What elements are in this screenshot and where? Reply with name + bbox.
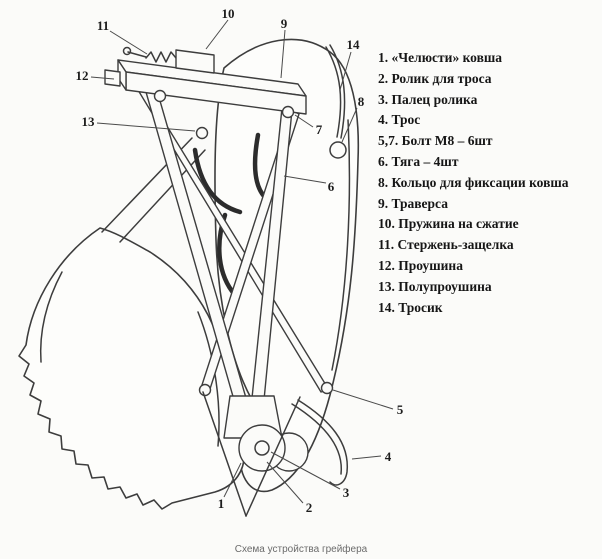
left-jaw-shell [18, 227, 245, 510]
legend-item-9: 9. Траверса [378, 195, 448, 211]
pivot-bolt-left [198, 383, 212, 397]
legend-item-5-7: 5,7. Болт М8 – 6шт [378, 133, 493, 149]
legend-item-2: 2. Ролик для троса [378, 70, 492, 86]
callout-1: 1 [218, 496, 225, 511]
latch-rod [127, 51, 147, 58]
callout-8: 8 [358, 94, 365, 109]
legend-item-12: 12. Проушина [378, 257, 463, 273]
callout-10: 10 [222, 6, 235, 21]
legend-item-4: 4. Трос [378, 112, 421, 128]
callout-4: 4 [385, 449, 392, 464]
legend-item-10: 10. Пружина на сжатие [378, 216, 519, 232]
callout-7: 7 [316, 122, 323, 137]
hoist-rope [297, 399, 348, 486]
latch-cable [329, 44, 346, 139]
legend-item-3: 3. Палец ролика [378, 91, 478, 107]
callout-6: 6 [328, 179, 335, 194]
jaw-lip-right [245, 396, 301, 517]
legend-item-1: 1. «Челюсти» ковша [378, 50, 503, 65]
pivot-bolt-right [320, 381, 334, 395]
callout-9: 9 [281, 16, 288, 31]
figure-caption: Схема устройства грейфера [234, 544, 368, 555]
legend-item-13: 13. Полупроушина [378, 278, 492, 294]
right-jaw-inner-edge [331, 119, 351, 371]
latch-cable-2 [325, 46, 342, 138]
legend-item-11: 11. Стержень-защелка [378, 237, 514, 253]
latch-rod-head [122, 46, 132, 56]
callout-13: 13 [82, 114, 96, 129]
callout-2: 2 [306, 500, 313, 515]
bolt-right [281, 105, 295, 119]
latch-block [175, 49, 215, 74]
leader-lines [90, 19, 394, 504]
callout-3: 3 [343, 485, 350, 500]
left-jaw-rib [39, 271, 63, 363]
callout-14: 14 [347, 37, 361, 52]
legend-item-14: 14. Тросик [378, 299, 443, 315]
fixation-ring [329, 141, 347, 159]
callout-11: 11 [97, 18, 109, 33]
hoist-rope-2 [291, 403, 342, 475]
bolt-left [153, 89, 167, 103]
jaw-arm-stroke-left [192, 147, 243, 215]
callout-numbers: 11 10 9 14 12 8 13 7 6 5 4 3 2 1 [76, 6, 404, 515]
roller-pin [254, 440, 270, 456]
left-jaw-inner-line [197, 311, 220, 447]
legend-item-6: 6. Тяга – 4шт [378, 153, 459, 169]
roller-front [238, 424, 286, 472]
callout-12: 12 [76, 68, 89, 83]
legend-item-8: 8. Кольцо для фиксации ковша [378, 174, 569, 190]
jaw-lip-left [202, 391, 247, 517]
parts-legend: 1. «Челюсти» ковша 2. Ролик для троса 3.… [378, 48, 598, 318]
callout-5: 5 [397, 402, 404, 417]
eye-lug [104, 69, 121, 87]
half-lug [195, 126, 209, 140]
compression-spring [145, 51, 177, 63]
